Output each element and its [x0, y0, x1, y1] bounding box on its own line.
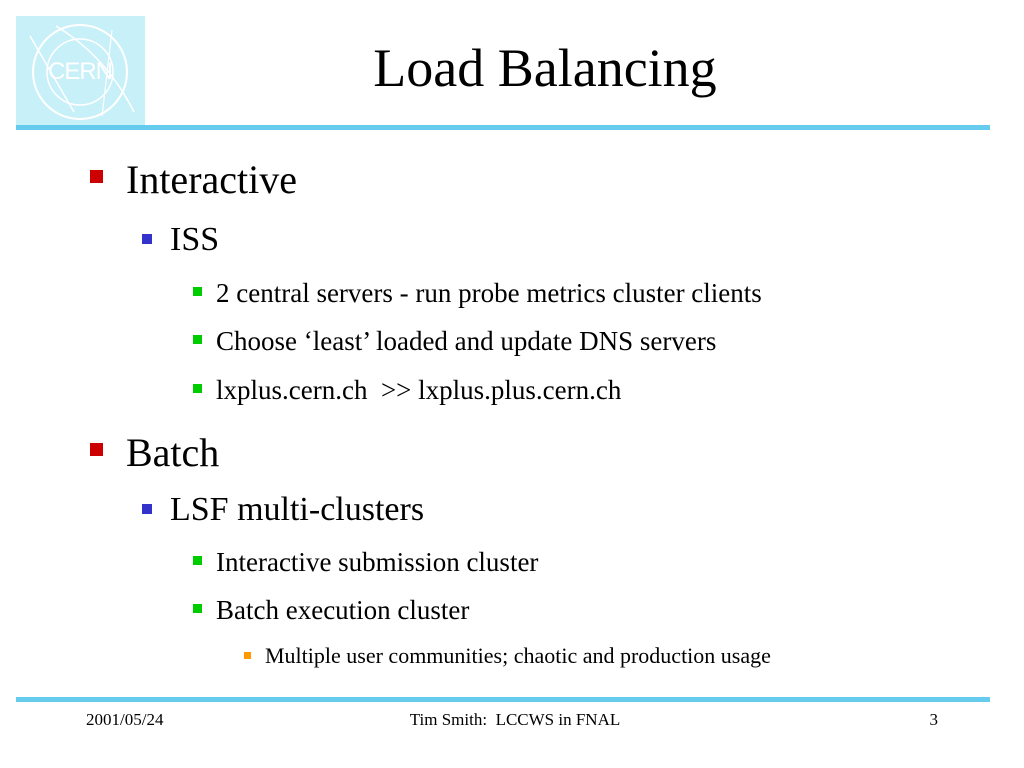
- bullet-lsf-1: Interactive submission cluster: [216, 547, 539, 577]
- bullet-iss: ISS: [170, 221, 220, 258]
- logo-text: CERN: [47, 58, 113, 85]
- bullet-level3-icon: [193, 335, 202, 344]
- bullet-level3-icon: [193, 287, 202, 296]
- bullet-lsf-2-1: Multiple user communities; chaotic and p…: [265, 643, 771, 668]
- footer-date: 2001/05/24: [86, 710, 164, 729]
- footer-page-number: 3: [929, 710, 939, 729]
- bullet-lsf: LSF multi-clusters: [170, 491, 425, 528]
- bullet-level3-icon: [193, 384, 202, 393]
- bullet-iss-1: 2 central servers - run probe metrics cl…: [216, 278, 762, 308]
- bullet-level2-icon: [142, 234, 152, 244]
- cern-logo-icon: [29, 24, 135, 120]
- bullet-lsf-2: Batch execution cluster: [216, 595, 470, 625]
- bullet-iss-3: lxplus.cern.ch >> lxplus.plus.cern.ch: [216, 375, 622, 405]
- bullet-level3-icon: [193, 556, 202, 565]
- footer-center: Tim Smith: LCCWS in FNAL: [409, 710, 621, 729]
- bullet-level1-icon: [90, 170, 103, 183]
- cern-logo: CERN: [16, 16, 145, 128]
- footer-divider: [16, 697, 990, 702]
- bullet-level1-icon: [90, 443, 103, 456]
- header-divider: [16, 125, 990, 130]
- bullet-level4-icon: [244, 652, 251, 659]
- bullet-level3-icon: [193, 604, 202, 613]
- bullet-batch: Batch: [126, 430, 220, 475]
- bullet-level2-icon: [142, 504, 152, 514]
- bullet-iss-2: Choose ‘least’ loaded and update DNS ser…: [216, 326, 717, 356]
- slide-title: Load Balancing: [373, 38, 717, 98]
- bullet-interactive: Interactive: [126, 157, 297, 202]
